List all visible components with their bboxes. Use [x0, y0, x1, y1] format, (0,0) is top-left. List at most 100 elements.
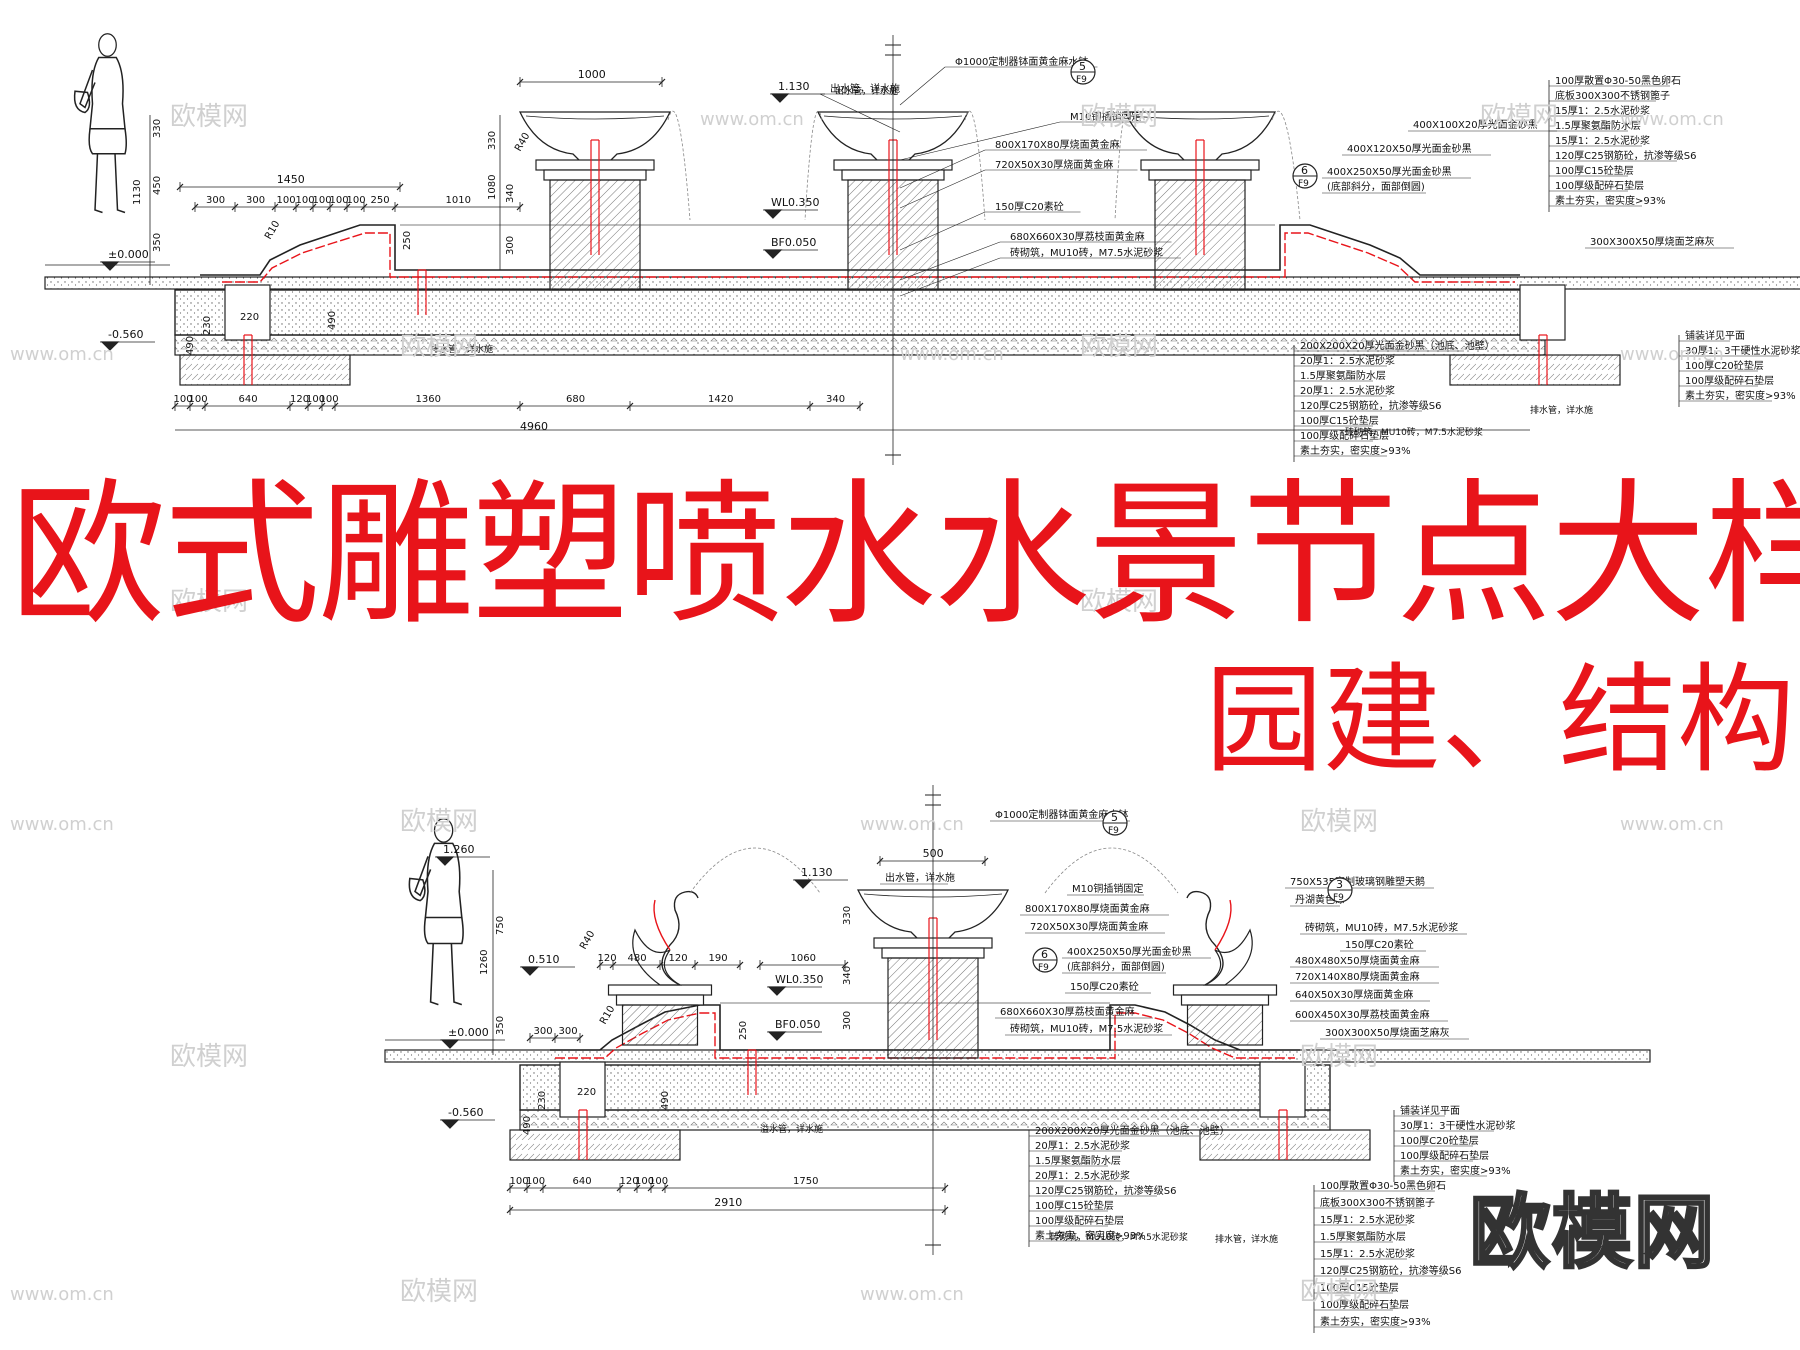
- callout-bottom-right-8: 300X300X50厚烧面芝麻灰: [1325, 1026, 1450, 1039]
- detail-tag-top-6: 6F9: [1292, 163, 1318, 189]
- water-jet-bottom-left: [689, 847, 821, 894]
- watermark-cn: 欧模网: [170, 102, 248, 132]
- pool-profile-outline: [200, 224, 1520, 276]
- elev-pool-floor-top-triangle: [763, 249, 783, 259]
- overflow-pipe-bottom: [747, 1049, 757, 1095]
- bottom-dims-bottom-label: 100: [635, 1176, 654, 1187]
- detail-tag-bottom-6-num: 6: [1041, 948, 1048, 961]
- drain-pipe-left: [243, 334, 253, 385]
- callout-top-right-4: 300X300X50厚烧面芝麻灰: [1590, 235, 1715, 248]
- callout-top-right-3: (底部斜分，面部倒圆): [1327, 180, 1425, 193]
- pit-width-bottom: 220: [577, 1087, 596, 1098]
- bottom-dim-1060-label: 1060: [791, 953, 816, 964]
- layers-paving-top-item: 铺装详见平面: [1685, 329, 1745, 342]
- elev-head-bottom-triangle: [435, 856, 455, 866]
- elev-head-bottom: 1.260: [435, 843, 490, 866]
- radius-bottom-1: R40: [578, 929, 597, 952]
- callout-bottom-right-0: 750X535定制玻璃钢雕塑天鹅: [1290, 875, 1425, 888]
- supply-pipe-1: [590, 139, 600, 255]
- drain-pit-left: [224, 284, 271, 341]
- layers-paving-bottom-item: 100厚级配碎石垫层: [1400, 1149, 1489, 1162]
- layers-paving-bottom: 铺装详见平面30厚1：3干硬性水泥砂浆100厚C20砼垫层100厚级配碎石垫层素…: [1393, 1104, 1515, 1182]
- bottom-dim-500: 500: [876, 847, 989, 866]
- bottom-dims-top-label: 680: [566, 394, 585, 405]
- watermark-cn: 欧模网: [1300, 807, 1378, 837]
- bottom-dim-swan-label: 120: [669, 953, 688, 964]
- vdim-top-extra-0: 330: [487, 131, 498, 150]
- bottom-section-drawing: 1.2601.1300.510±0.000-0.560WL0.350BF0.05…: [384, 785, 1651, 1333]
- elev-pool-floor-bottom-triangle: [767, 1031, 787, 1041]
- elev-water-level-bottom-triangle: [767, 986, 787, 996]
- callout-drain-bottom: 排水管，详水施: [1215, 1233, 1278, 1245]
- human-scale-figure: [73, 33, 127, 214]
- elev-water-level-bottom: WL0.350: [767, 973, 824, 996]
- layers-bottom-top-item: 100厚C15砼垫层: [1300, 414, 1379, 427]
- watermark-cn: 欧模网: [400, 807, 478, 837]
- detail-tag-bottom-3-num: 3: [1336, 878, 1343, 891]
- fountain-pedestal-3-brick: [1154, 179, 1246, 291]
- detail-tag-top-5: 5F9: [1070, 59, 1096, 85]
- layers-right-top-item: 15厚1：2.5水泥砂浆: [1555, 104, 1650, 117]
- watermark-cn: 欧模网: [1080, 332, 1158, 362]
- radius-bottom-2: R10: [598, 1004, 617, 1027]
- drawing-subtitle: 园建、结构: [1205, 651, 1796, 789]
- water-jet-1: [667, 110, 691, 221]
- fountain-pedestal-1-cap: [535, 159, 655, 171]
- callout-top-1: 出水管，详水施: [830, 82, 900, 95]
- layers-right-top-item: 素土夯实，密实度>93%: [1555, 194, 1666, 207]
- elev-bowl-top-label: 1.130: [778, 80, 810, 93]
- swan-sculpture-right-neck: [1186, 890, 1224, 986]
- drain-pipe-left-bottom: [578, 1109, 588, 1160]
- vdim-top-2: 450: [152, 176, 163, 195]
- callout-bottom-right-6: 640X50X30厚烧面黄金麻: [1295, 988, 1413, 1001]
- drawing-title: 欧式雕塑喷水水景节点大样: [10, 464, 1800, 646]
- drain-pipe-right-bottom: [1278, 1109, 1288, 1160]
- watermark-url: www.om.cn: [1620, 109, 1724, 130]
- callout-drain-right-top: 排水管，详水施: [1530, 404, 1593, 416]
- top-dim-steps-label: 1010: [446, 195, 471, 206]
- watermark-url: www.om.cn: [860, 1284, 964, 1305]
- elev-bottom-bottom-label: -0.560: [448, 1106, 483, 1119]
- elev-bottom-top-label: -0.560: [108, 328, 143, 341]
- callouts-bottom: Φ1000定制器钵面黄金麻水钵出水管，详水施M10铜插销固定800X170X80…: [760, 808, 1469, 1245]
- pool-base-slab: [174, 289, 1546, 336]
- figure-skirt: [88, 128, 127, 155]
- watermark-cn: 欧模网: [1080, 587, 1158, 617]
- callout-top-right-0: 400X100X20厚光面金砂黑: [1413, 118, 1538, 131]
- vdim-top-extra-2: 340: [505, 184, 516, 203]
- overall-width-bottom-label: 2910: [714, 1196, 742, 1209]
- overflow-pipe: [417, 269, 427, 315]
- elev-bowl-bottom: 1.130: [793, 866, 848, 889]
- layers-right-top-item: 100厚散置Φ30-50黑色卵石: [1555, 74, 1681, 87]
- detail-tag-bottom-6: 6F9: [1032, 947, 1058, 973]
- callout-overflow-bottom: 溢水管，详水施: [760, 1123, 823, 1135]
- figure-bag: [73, 90, 91, 114]
- detail-tag-bottom-3: 3F9: [1327, 877, 1353, 903]
- swan-pedestal-right-cap: [1172, 984, 1278, 996]
- watermark-url: www.om.cn: [10, 1284, 114, 1305]
- layers-right-top-item: 100厚C15砼垫层: [1555, 164, 1634, 177]
- layers-right-bottom-item: 100厚级配碎石垫层: [1320, 1298, 1409, 1311]
- callout-top-3: 800X170X80厚烧面黄金麻: [995, 138, 1120, 151]
- callout-top-6: 680X660X30厚荔枝面黄金麻: [1010, 230, 1145, 243]
- figure-arm: [79, 69, 96, 109]
- layers-bottom-top-item: 100厚级配碎石垫层: [1300, 429, 1389, 442]
- callout-top-7: 砖砌筑，MU10砖，M7.5水泥砂浆: [1010, 246, 1163, 259]
- drain-pit-left-bottom: [559, 1061, 606, 1118]
- vdim-top-extra-7: 490: [327, 311, 338, 330]
- figure-bag: [408, 877, 426, 902]
- callout-bottom-4: 720X50X30厚烧面黄金麻: [1030, 920, 1148, 933]
- fountain-pedestal-1: [535, 159, 655, 291]
- elev-water-level-bottom-label: WL0.350: [775, 973, 824, 986]
- supply-pipe-3: [1195, 139, 1205, 255]
- detail-tag-bottom-5-num: 5: [1111, 811, 1118, 824]
- vdim-bottom-4: 340: [842, 966, 853, 985]
- detail-tag-bottom-6-sheet: F9: [1038, 963, 1049, 973]
- elev-ground-top-triangle: [100, 261, 120, 271]
- water-jet-5: [1271, 110, 1301, 221]
- top-dim-1000: 1000: [516, 68, 666, 87]
